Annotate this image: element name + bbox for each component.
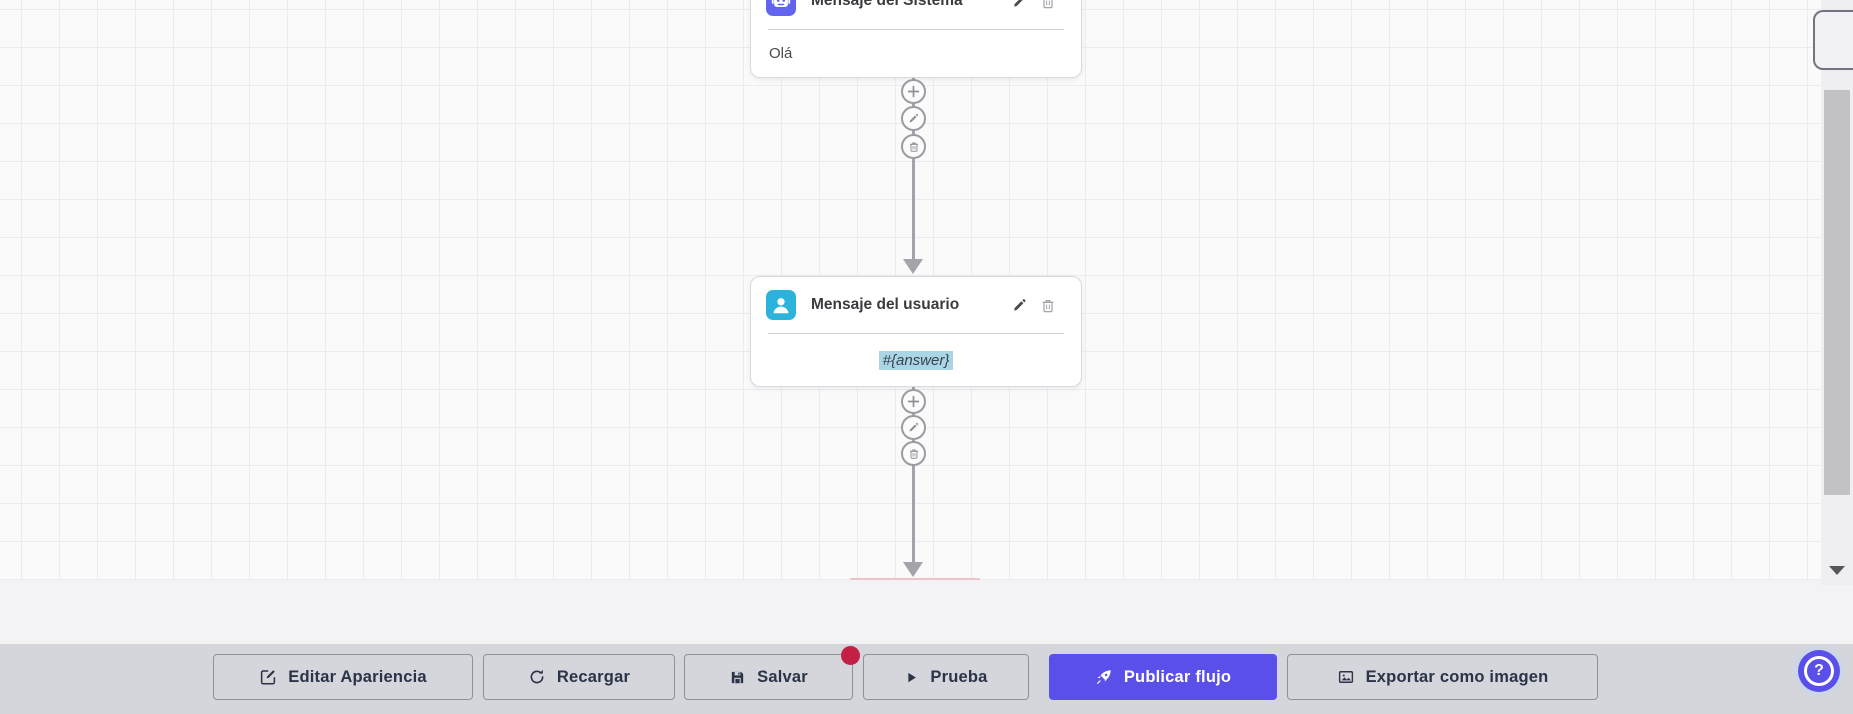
question-icon: ? <box>1804 656 1834 686</box>
edit-square-icon <box>261 670 276 685</box>
image-icon <box>1338 671 1353 683</box>
button-label: Prueba <box>930 667 988 686</box>
user-icon <box>766 290 796 320</box>
pencil-icon <box>1014 299 1026 311</box>
node-header: Mensaje del Sistema <box>751 0 1081 29</box>
button-label: Exportar como imagen <box>1365 667 1549 686</box>
node-system-message[interactable]: Mensaje del Sistema Olá <box>750 0 1082 78</box>
publish-flow-button[interactable]: Publicar flujo <box>1049 654 1277 700</box>
node-content: Olá <box>769 45 793 62</box>
robot-icon <box>766 0 796 16</box>
next-node-top-edge <box>850 578 980 580</box>
plus-icon <box>907 395 920 408</box>
node-divider <box>768 29 1064 30</box>
side-panel-fragment[interactable] <box>1813 10 1853 70</box>
connector-arrowhead-icon <box>903 259 923 274</box>
node-divider <box>768 333 1064 334</box>
pencil-icon <box>909 113 918 122</box>
add-step-button[interactable] <box>901 389 926 414</box>
add-step-button[interactable] <box>901 79 926 104</box>
node-header: Mensaje del usuario <box>751 277 1081 333</box>
delete-node-button[interactable] <box>1039 0 1057 11</box>
rocket-icon <box>1096 670 1111 684</box>
plus-icon <box>907 85 920 98</box>
bottom-toolbar: Editar Apariencia Recargar Salvar Prueba <box>0 644 1853 714</box>
edit-step-button[interactable] <box>901 106 926 131</box>
test-button[interactable]: Prueba <box>863 654 1029 700</box>
unsaved-changes-badge <box>841 646 860 665</box>
edit-appearance-button[interactable]: Editar Apariencia <box>213 654 473 700</box>
help-label: ? <box>1814 662 1824 679</box>
help-button[interactable]: ? <box>1798 650 1840 692</box>
button-label: Recargar <box>556 667 631 686</box>
trash-icon <box>909 142 918 152</box>
refresh-icon <box>530 669 544 684</box>
connector-line <box>912 78 915 262</box>
button-label: Editar Apariencia <box>288 667 427 686</box>
node-user-message[interactable]: Mensaje del usuario #{answer} <box>750 276 1082 387</box>
reload-button[interactable]: Recargar <box>483 654 675 700</box>
node-title: Mensaje del Sistema <box>811 0 963 9</box>
trash-icon <box>1043 0 1053 9</box>
scroll-down-arrow[interactable] <box>1829 566 1845 575</box>
save-icon <box>731 671 744 683</box>
pencil-icon <box>1014 0 1023 7</box>
edit-node-button[interactable] <box>1011 0 1029 11</box>
pencil-icon <box>909 422 918 431</box>
scrollbar-thumb[interactable] <box>1824 90 1850 495</box>
scrollbar-track[interactable] <box>1821 0 1853 585</box>
button-label: Salvar <box>757 667 808 686</box>
delete-step-button[interactable] <box>901 134 926 159</box>
node-title: Mensaje del usuario <box>811 296 960 313</box>
export-image-button[interactable]: Exportar como imagen <box>1287 654 1598 700</box>
flow-canvas[interactable]: Mensaje del Sistema Olá <box>0 0 1853 580</box>
edit-node-button[interactable] <box>1011 297 1029 315</box>
button-label: Publicar flujo <box>1123 667 1232 686</box>
trash-icon <box>1042 300 1054 313</box>
edit-step-button[interactable] <box>901 415 926 440</box>
canvas-footer-spacer <box>0 580 1853 644</box>
save-button[interactable]: Salvar <box>684 654 853 700</box>
trash-icon <box>909 449 918 459</box>
connector-arrowhead-icon <box>903 562 923 577</box>
connector-line <box>912 387 915 563</box>
answer-variable-chip[interactable]: #{answer} <box>878 350 954 370</box>
delete-node-button[interactable] <box>1039 297 1057 315</box>
delete-step-button[interactable] <box>901 441 926 466</box>
play-icon <box>908 672 917 682</box>
